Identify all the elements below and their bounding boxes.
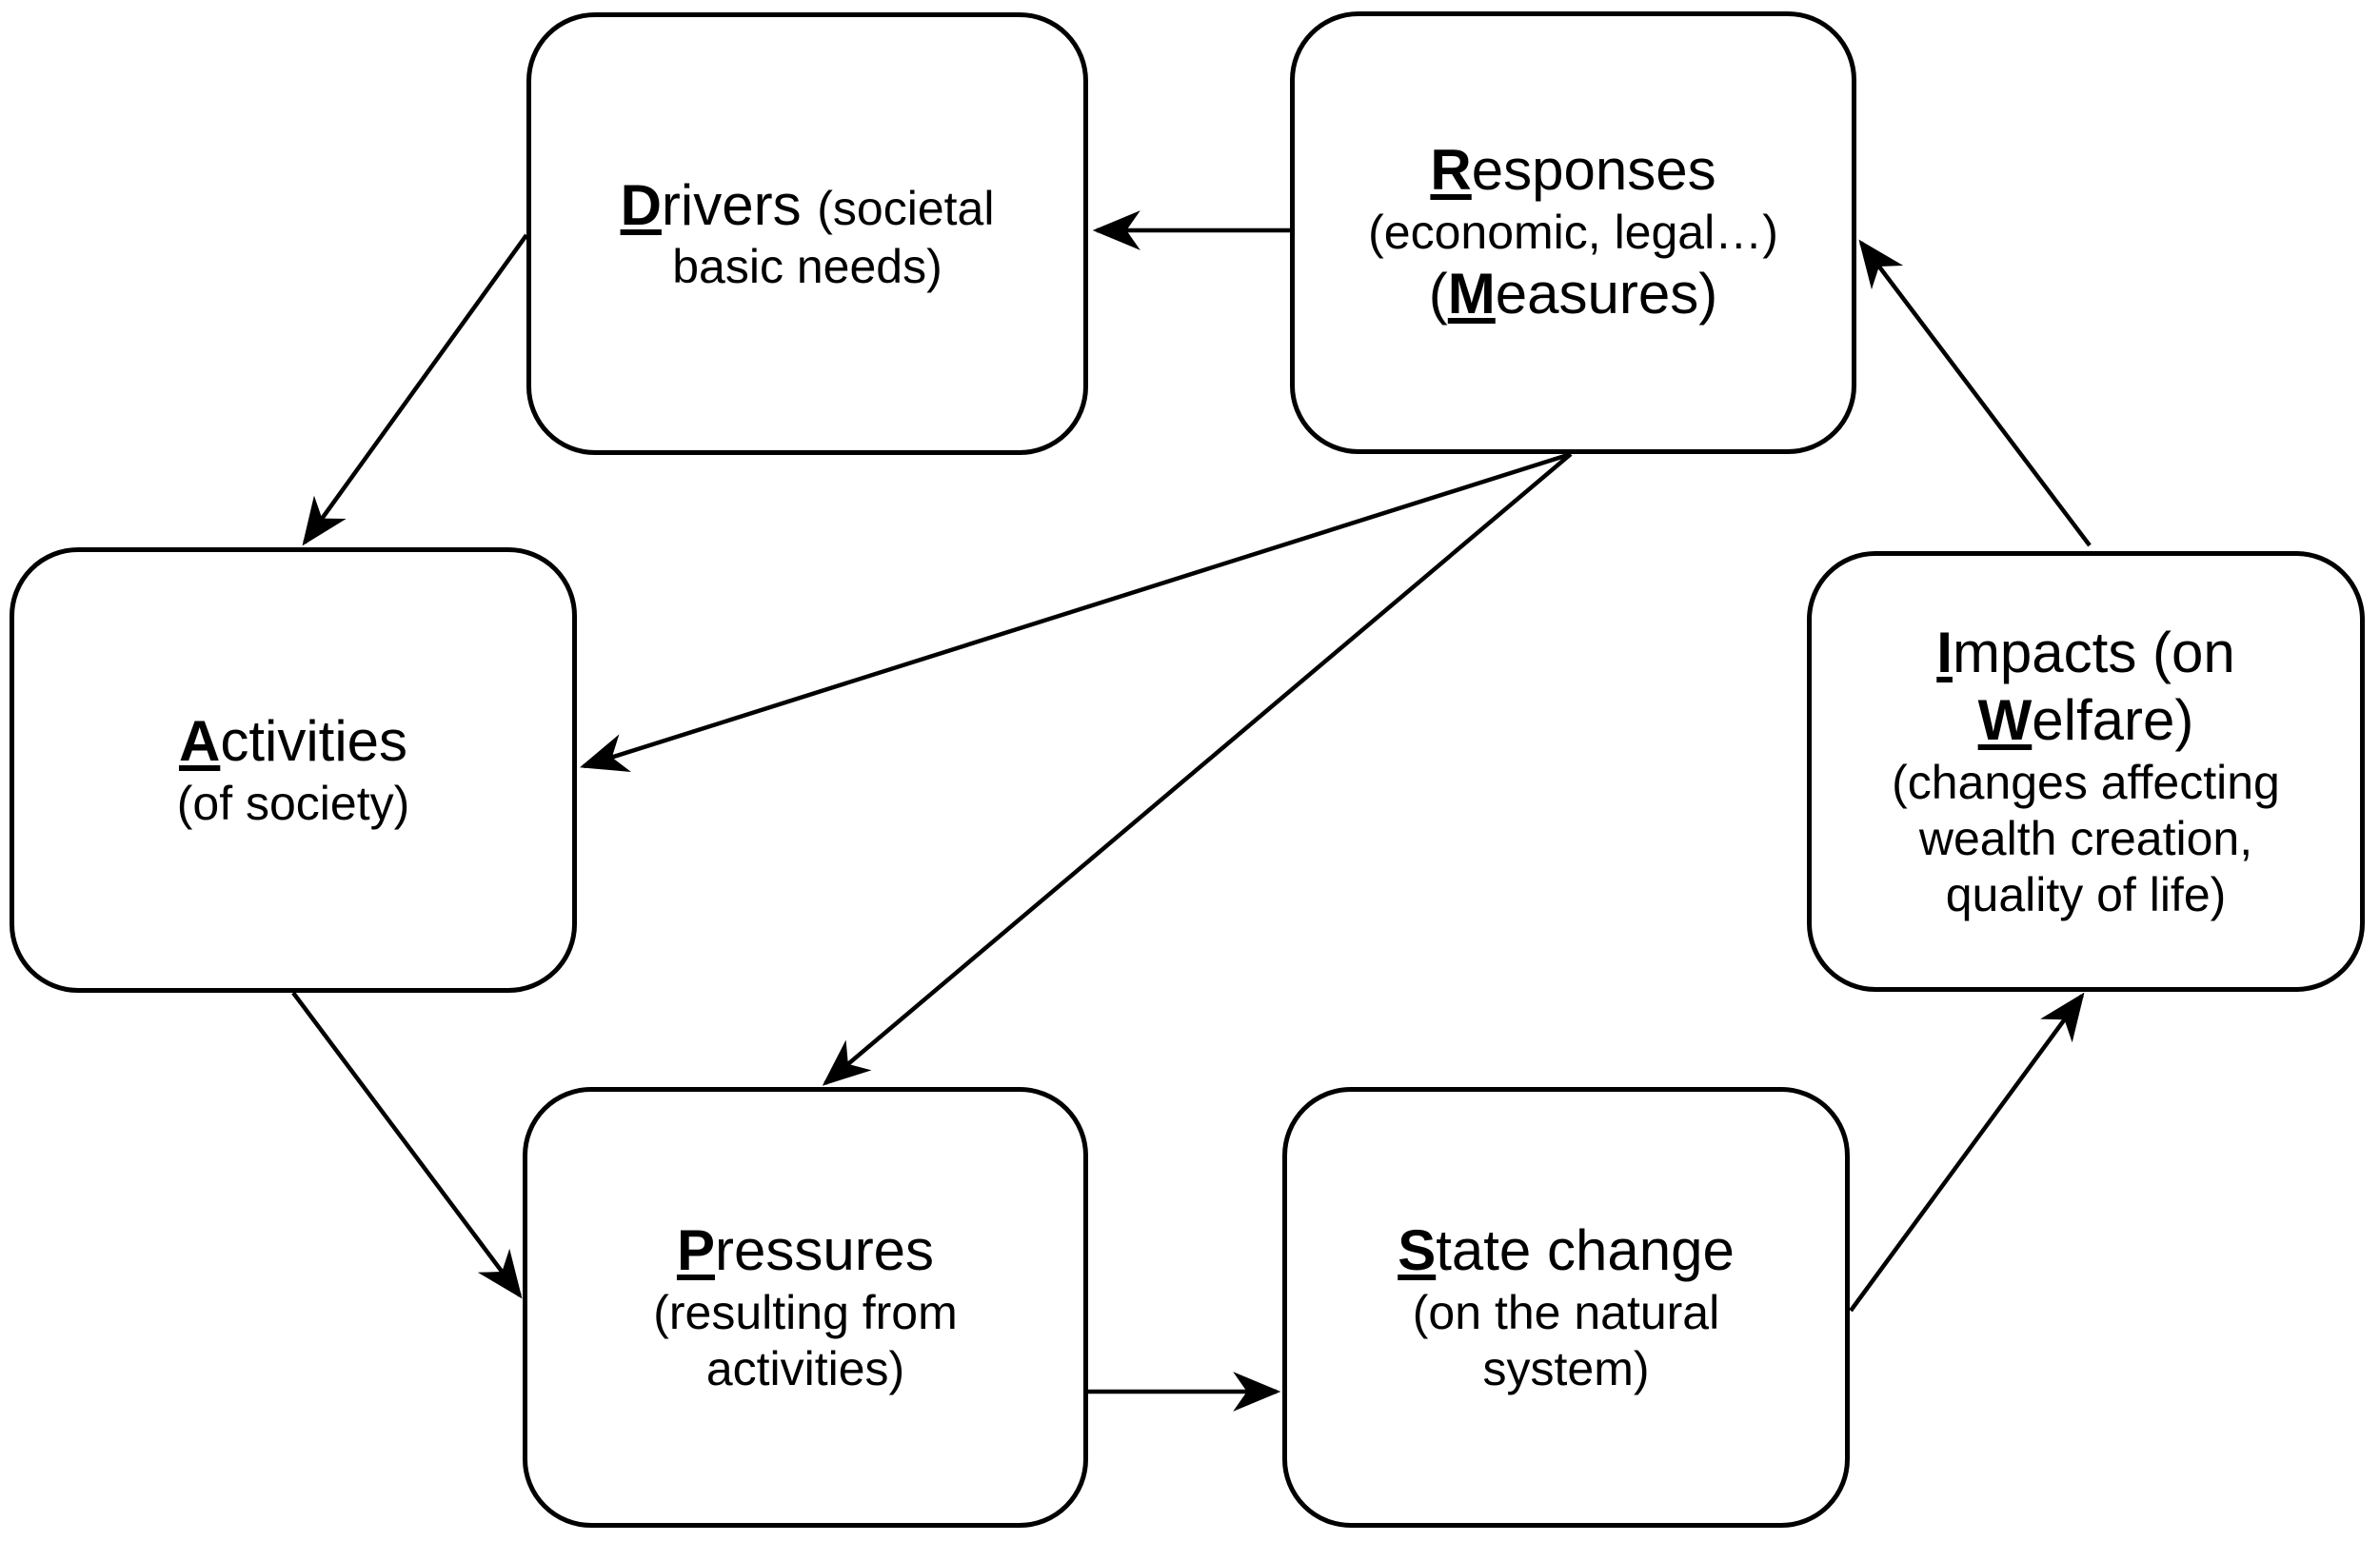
node-text-line: Pressures — [676, 1218, 935, 1283]
arrow-state-to-impacts — [1849, 992, 2085, 1313]
node-text-line: basic needs) — [672, 240, 942, 294]
responses-node: Responses(economic, legal…)(Measures) — [1290, 11, 1856, 454]
node-text-line: Welfare) — [1977, 688, 2194, 752]
arrow-activities-to-pressures — [291, 991, 523, 1299]
node-text-line: Impacts (on — [1936, 621, 2235, 685]
node-text-line: Drivers (societal — [620, 172, 995, 237]
node-text-line: (economic, legal…) — [1368, 206, 1778, 259]
node-text-line: wealth creation, — [1918, 811, 2253, 865]
node-text-line: system) — [1482, 1341, 1650, 1395]
node-text-line: (on the natural — [1412, 1285, 1720, 1339]
node-text-line: (of society) — [176, 776, 410, 830]
node-text-line: activities) — [705, 1341, 905, 1395]
node-text-line: Responses — [1430, 138, 1716, 203]
node-text-line: (changes affecting — [1892, 755, 2280, 809]
node-text-line: Activities — [178, 709, 408, 774]
arrow-responses-to-pressures — [822, 452, 1573, 1086]
activities-node: Activities(of society) — [10, 547, 577, 993]
node-text-line: State change — [1398, 1218, 1735, 1283]
arrow-impacts-to-responses — [1858, 239, 2092, 547]
arrow-responses-to-activities — [580, 451, 1572, 773]
node-text-line: (Measures) — [1428, 262, 1718, 326]
node-text-line: quality of life) — [1945, 867, 2227, 921]
arrow-drivers-to-activities — [302, 233, 528, 546]
node-text-line: (resulting from — [653, 1285, 958, 1339]
